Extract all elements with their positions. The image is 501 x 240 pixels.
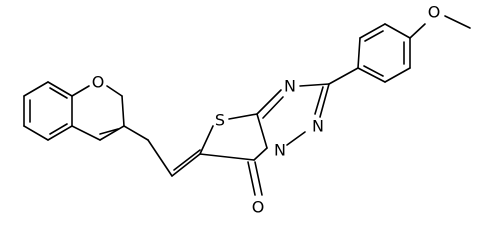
triazole-ring (256, 83, 330, 146)
bond (319, 83, 330, 118)
bond (256, 113, 268, 149)
bond (253, 147, 268, 161)
methoxyphenyl-group (328, 15, 471, 85)
bond (121, 95, 125, 127)
bond (299, 83, 330, 87)
bond (256, 89, 282, 115)
bond (71, 125, 101, 141)
bond (49, 123, 68, 135)
bond (247, 161, 256, 196)
bond (47, 125, 73, 141)
bond (254, 161, 263, 196)
bond (357, 67, 386, 83)
bond (47, 81, 73, 97)
thiazolone-ring (199, 113, 268, 196)
triazole-n-top-label: N (284, 77, 296, 96)
sulfur-label: S (215, 111, 225, 130)
methylidene-linker (123, 125, 201, 177)
bond (384, 23, 411, 39)
bond (106, 85, 123, 97)
bond (147, 139, 173, 177)
bond (409, 23, 426, 39)
ring-oxygen-label: O (92, 73, 105, 92)
bond (23, 81, 49, 97)
bond (328, 67, 359, 85)
bond (173, 149, 201, 171)
bond (262, 96, 284, 119)
bond (364, 30, 384, 42)
triazole-n-right-label: N (312, 117, 324, 136)
bond (199, 125, 214, 155)
structure-canvas: O S N N N O O (23, 3, 471, 217)
bond (363, 65, 384, 77)
bond (99, 125, 125, 141)
bond (286, 131, 306, 146)
methoxy-oxygen-label: O (428, 3, 441, 22)
bond (23, 125, 49, 141)
bond (228, 113, 258, 120)
bond (49, 87, 68, 99)
carbonyl-oxygen-label: O (252, 198, 265, 217)
bond (314, 86, 324, 115)
bond (359, 23, 386, 39)
bond (444, 15, 471, 29)
bond (171, 153, 201, 177)
pyran-ring (71, 85, 125, 141)
bond (71, 85, 90, 97)
bond (199, 153, 255, 161)
triazole-n-bridge-label: N (274, 141, 286, 160)
bond (384, 67, 411, 83)
benzene-ring-chromene (23, 81, 73, 141)
bond (99, 128, 119, 135)
bond (357, 37, 361, 69)
chemical-structure: O S N N N O O (23, 3, 471, 217)
bond (123, 125, 149, 141)
